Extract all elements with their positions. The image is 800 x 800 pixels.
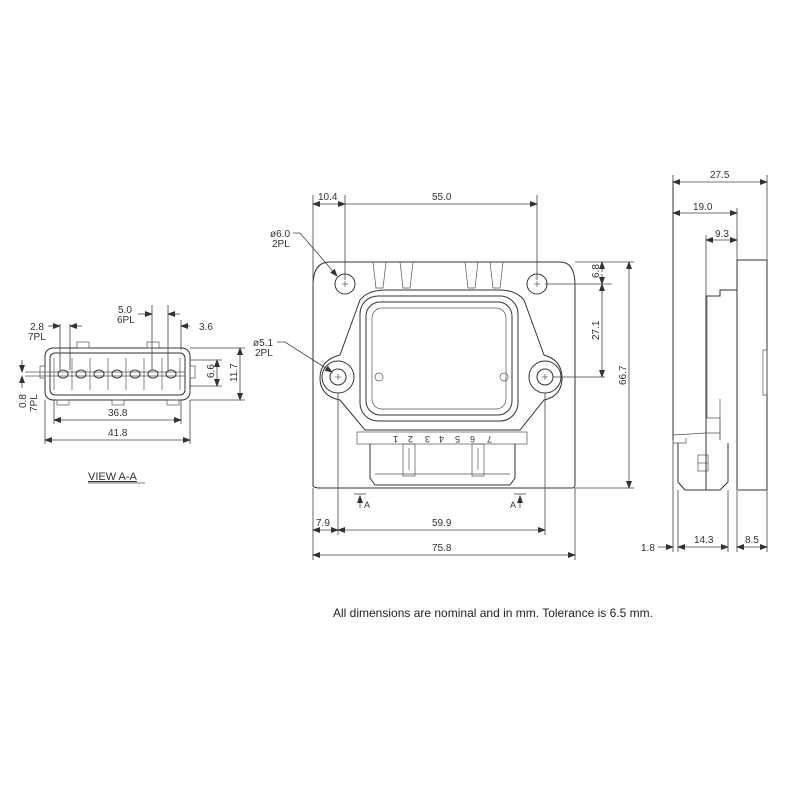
side-body <box>737 259 768 491</box>
dim-pin-width-qty: 7PL <box>28 332 46 343</box>
tolerance-note: All dimensions are nominal and in mm. To… <box>333 606 653 620</box>
dim-depth-2: 19.0 <box>693 202 713 213</box>
pin-row <box>57 369 177 379</box>
dim-outer-width: 41.8 <box>108 428 128 439</box>
front-view: 1 2 3 4 5 6 7 A A 10.4 55.0 ø6.0 2PL <box>253 192 634 560</box>
dim-inner-height: 6.6 <box>206 364 217 378</box>
dim-top-to-upper-hole: 6.8 <box>591 264 602 278</box>
side-view: 27.5 19.0 9.3 1.8 14.3 8.5 <box>641 170 768 554</box>
housing <box>319 289 563 431</box>
view-aa: 2.8 7PL 5.0 6PL 3.6 0.8 7PL 6.6 11.7 36 <box>18 305 245 484</box>
lower-hole-left <box>329 368 347 386</box>
dim-lower-hole-qty: 2PL <box>255 348 273 359</box>
svg-text:1: 1 <box>393 434 398 444</box>
dim-hole-offset: 10.4 <box>318 192 338 203</box>
dim-flange: 1.8 <box>641 543 655 554</box>
connector-shroud <box>369 444 516 486</box>
dim-left-margin: 7.9 <box>316 518 330 529</box>
svg-text:7: 7 <box>487 434 492 444</box>
dim-pitch-qty: 6PL <box>117 315 135 326</box>
dim-upper-hole-qty: 2PL <box>272 239 290 250</box>
dim-hole-spacing: 55.0 <box>432 192 452 203</box>
dim-pin-width: 2.8 <box>30 322 44 333</box>
dim-depth-3: 9.3 <box>715 229 729 240</box>
section-marker-right: A <box>510 500 516 510</box>
side-connector <box>677 443 729 491</box>
dim-pitch: 5.0 <box>118 305 132 316</box>
svg-text:3: 3 <box>425 434 430 444</box>
svg-text:5: 5 <box>455 434 460 444</box>
dim-edge: 3.6 <box>199 322 213 333</box>
section-marker-left: A <box>364 500 370 510</box>
dim-inner-width: 36.8 <box>108 408 128 419</box>
dim-lower-hole-dia: ø5.1 <box>253 338 273 349</box>
dim-overall-width: 75.8 <box>432 543 452 554</box>
dim-connector: 14.3 <box>694 535 714 546</box>
dim-pin-thickness-qty: 7PL <box>29 394 40 412</box>
dim-pin-thickness: 0.8 <box>18 394 29 408</box>
flange-outline <box>312 261 576 489</box>
view-aa-title: VIEW A-A <box>88 471 138 483</box>
dim-overall-depth: 27.5 <box>710 170 730 181</box>
svg-text:2: 2 <box>408 434 413 444</box>
svg-text:4: 4 <box>439 434 444 444</box>
pin-numbers: 1 2 3 4 5 6 7 <box>393 434 492 444</box>
dim-body: 8.5 <box>745 535 759 546</box>
dim-outer-height: 11.7 <box>229 363 240 382</box>
connector-inner <box>49 352 186 396</box>
svg-text:6: 6 <box>470 434 475 444</box>
dim-upper-hole-dia: ø6.0 <box>270 229 290 240</box>
dim-upper-to-lower-hole: 27.1 <box>591 320 602 340</box>
dim-lower-hole-spacing: 59.9 <box>432 518 452 529</box>
dim-overall-height: 66.7 <box>618 365 629 385</box>
